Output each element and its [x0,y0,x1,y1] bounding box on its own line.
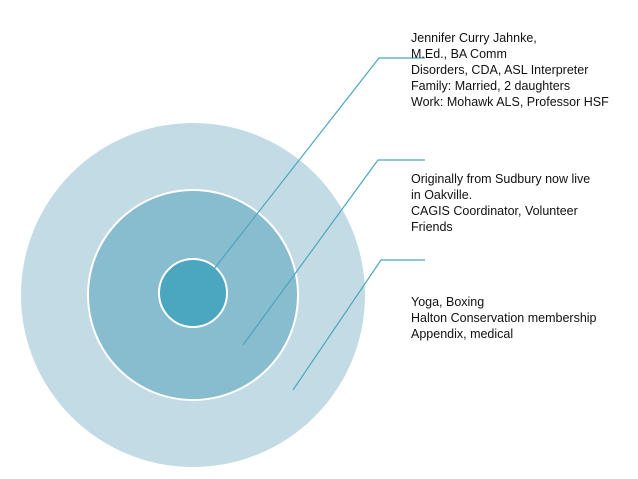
callout-line: Originally from Sudbury now live [411,172,591,186]
callout-line: Family: Married, 2 daughters [411,79,571,93]
callout-line: Disorders, CDA, ASL Interpreter [411,63,589,77]
callout-middle-ring: Originally from Sudbury now live in Oakv… [411,171,626,235]
callout-line: Halton Conservation membership [411,311,597,325]
callout-line: in Oakville. [411,188,473,202]
callout-line: CAGIS Coordinator, Volunteer [411,204,578,218]
callout-outer-ring: Yoga, Boxing Halton Conservation members… [411,294,626,342]
callout-line: Friends [411,220,453,234]
connector-line-2 [242,159,425,346]
connector-line-1 [195,57,425,293]
callout-line: Jennifer Curry Jahnke, [411,31,537,45]
inner-circle [158,258,228,328]
callout-line: Work: Mohawk ALS, Professor HSF [411,95,609,109]
callout-line: M.Ed., BA Comm [411,47,507,61]
connector-line-3 [292,259,425,391]
callout-inner-circle: Jennifer Curry Jahnke, M.Ed., BA Comm Di… [411,30,626,110]
callout-line: Appendix, medical [411,327,514,341]
callout-line: Yoga, Boxing [411,295,485,309]
